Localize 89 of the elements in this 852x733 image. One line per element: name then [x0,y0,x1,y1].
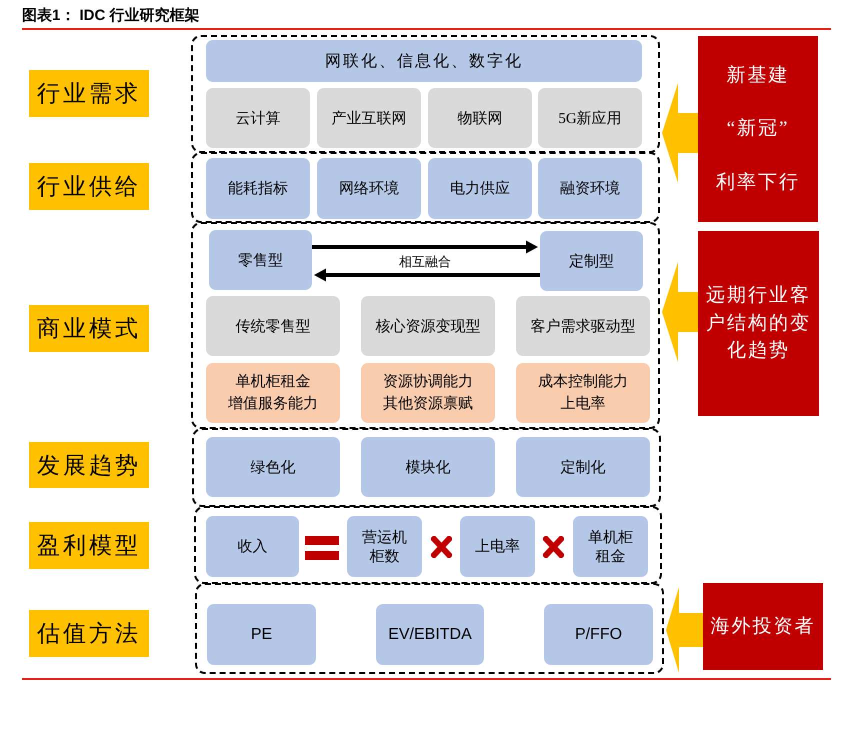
row-header-text: 行业需求 [37,80,141,108]
item-box [206,296,340,356]
item-box [361,296,495,356]
item-box [428,158,532,219]
item-box [460,516,535,577]
row-header-box [29,305,149,352]
item-box [361,437,495,497]
item-box [206,40,642,82]
block-arrow [662,262,698,362]
driver-text: 利率下行 [716,170,800,195]
dashed-frame [195,583,664,674]
item-box [538,88,642,148]
row-header-box [29,442,149,488]
item-label: 绿色化 [250,458,296,476]
item-box [376,604,484,665]
row-header-text: 行业供给 [37,173,141,201]
dashed-frame [191,35,660,153]
row-header-text: 发展趋势 [37,452,141,480]
item-box [206,158,310,219]
item-box [206,88,310,148]
item-box [573,516,648,577]
item-box [317,158,421,219]
item-label: PE [250,626,272,644]
item-label: 能耗指标 [228,180,288,198]
item-box [516,437,650,497]
driver-box [703,583,823,670]
item-label: 客户需求驱动型 [530,317,636,336]
driver-box [698,36,818,222]
item-box [207,604,316,665]
item-label: 产业互联网 [332,110,406,128]
row-header-box [29,163,149,210]
item-label: 融资环境 [560,180,620,198]
row-header-box [29,522,149,569]
item-label: EV/EBITDA [388,626,472,644]
arrow [312,240,538,254]
driver-text: 海外投资者 [710,614,816,639]
row-header-text: 估值方法 [37,620,141,648]
item-label: 网络环境 [339,180,399,198]
row-header-box [29,610,149,657]
dashed-frame [191,152,660,223]
figure-title: 图表1： IDC 行业研究框架 [22,6,200,25]
item-box [540,231,643,291]
item-box [317,88,421,148]
dashed-frame [194,506,662,584]
item-label: 单机柜租金 [587,528,634,566]
item-label: 定制化 [560,458,606,476]
item-label: P/FFO [574,626,622,644]
item-label: 营运机柜数 [361,528,408,566]
item-label: 核心资源变现型 [376,317,480,336]
item-label: 网联化、信息化、数字化 [325,52,523,72]
driver-text: 远期行业客户结构的变化趋势 [705,284,812,364]
item-box [516,296,650,356]
item-label: 定制型 [569,252,614,270]
item-box [206,516,299,577]
item-box [361,363,495,423]
item-label: 其他资源禀赋 [383,394,473,414]
row-header-box [29,70,149,117]
item-box [538,158,642,219]
item-label: 5G新应用 [558,109,622,128]
item-label: 物联网 [458,110,502,128]
item-label: 增值服务能力 [228,394,318,414]
item-label: 成本控制能力 [538,372,628,392]
dashed-frame [192,428,661,507]
item-label: 收入 [238,538,268,556]
block-arrow [666,587,703,673]
block-arrow [662,83,698,183]
item-label: 电力供应 [450,179,510,198]
item-box [206,363,340,423]
item-label: 模块化 [406,458,450,476]
item-label: 上电率 [475,537,520,556]
item-label: 上电率 [560,394,606,414]
item-box [347,516,422,577]
item-box [428,88,532,148]
item-label: 云计算 [236,110,280,128]
driver-text: “新冠” [726,117,790,142]
item-box [209,230,312,290]
item-label: 传统零售型 [236,318,310,336]
row-header-text: 商业模式 [37,315,141,343]
row-header-text: 盈利模型 [37,532,141,560]
item-box [544,604,653,665]
driver-text: 新基建 [726,64,790,88]
dashed-frame [191,222,660,429]
arrow [314,268,540,282]
item-label: 资源协调能力 [383,372,473,392]
driver-box [698,231,819,416]
item-box [206,437,340,497]
item-box [516,363,650,423]
item-label: 单机柜租金 [236,372,310,392]
item-label: 零售型 [238,252,283,270]
